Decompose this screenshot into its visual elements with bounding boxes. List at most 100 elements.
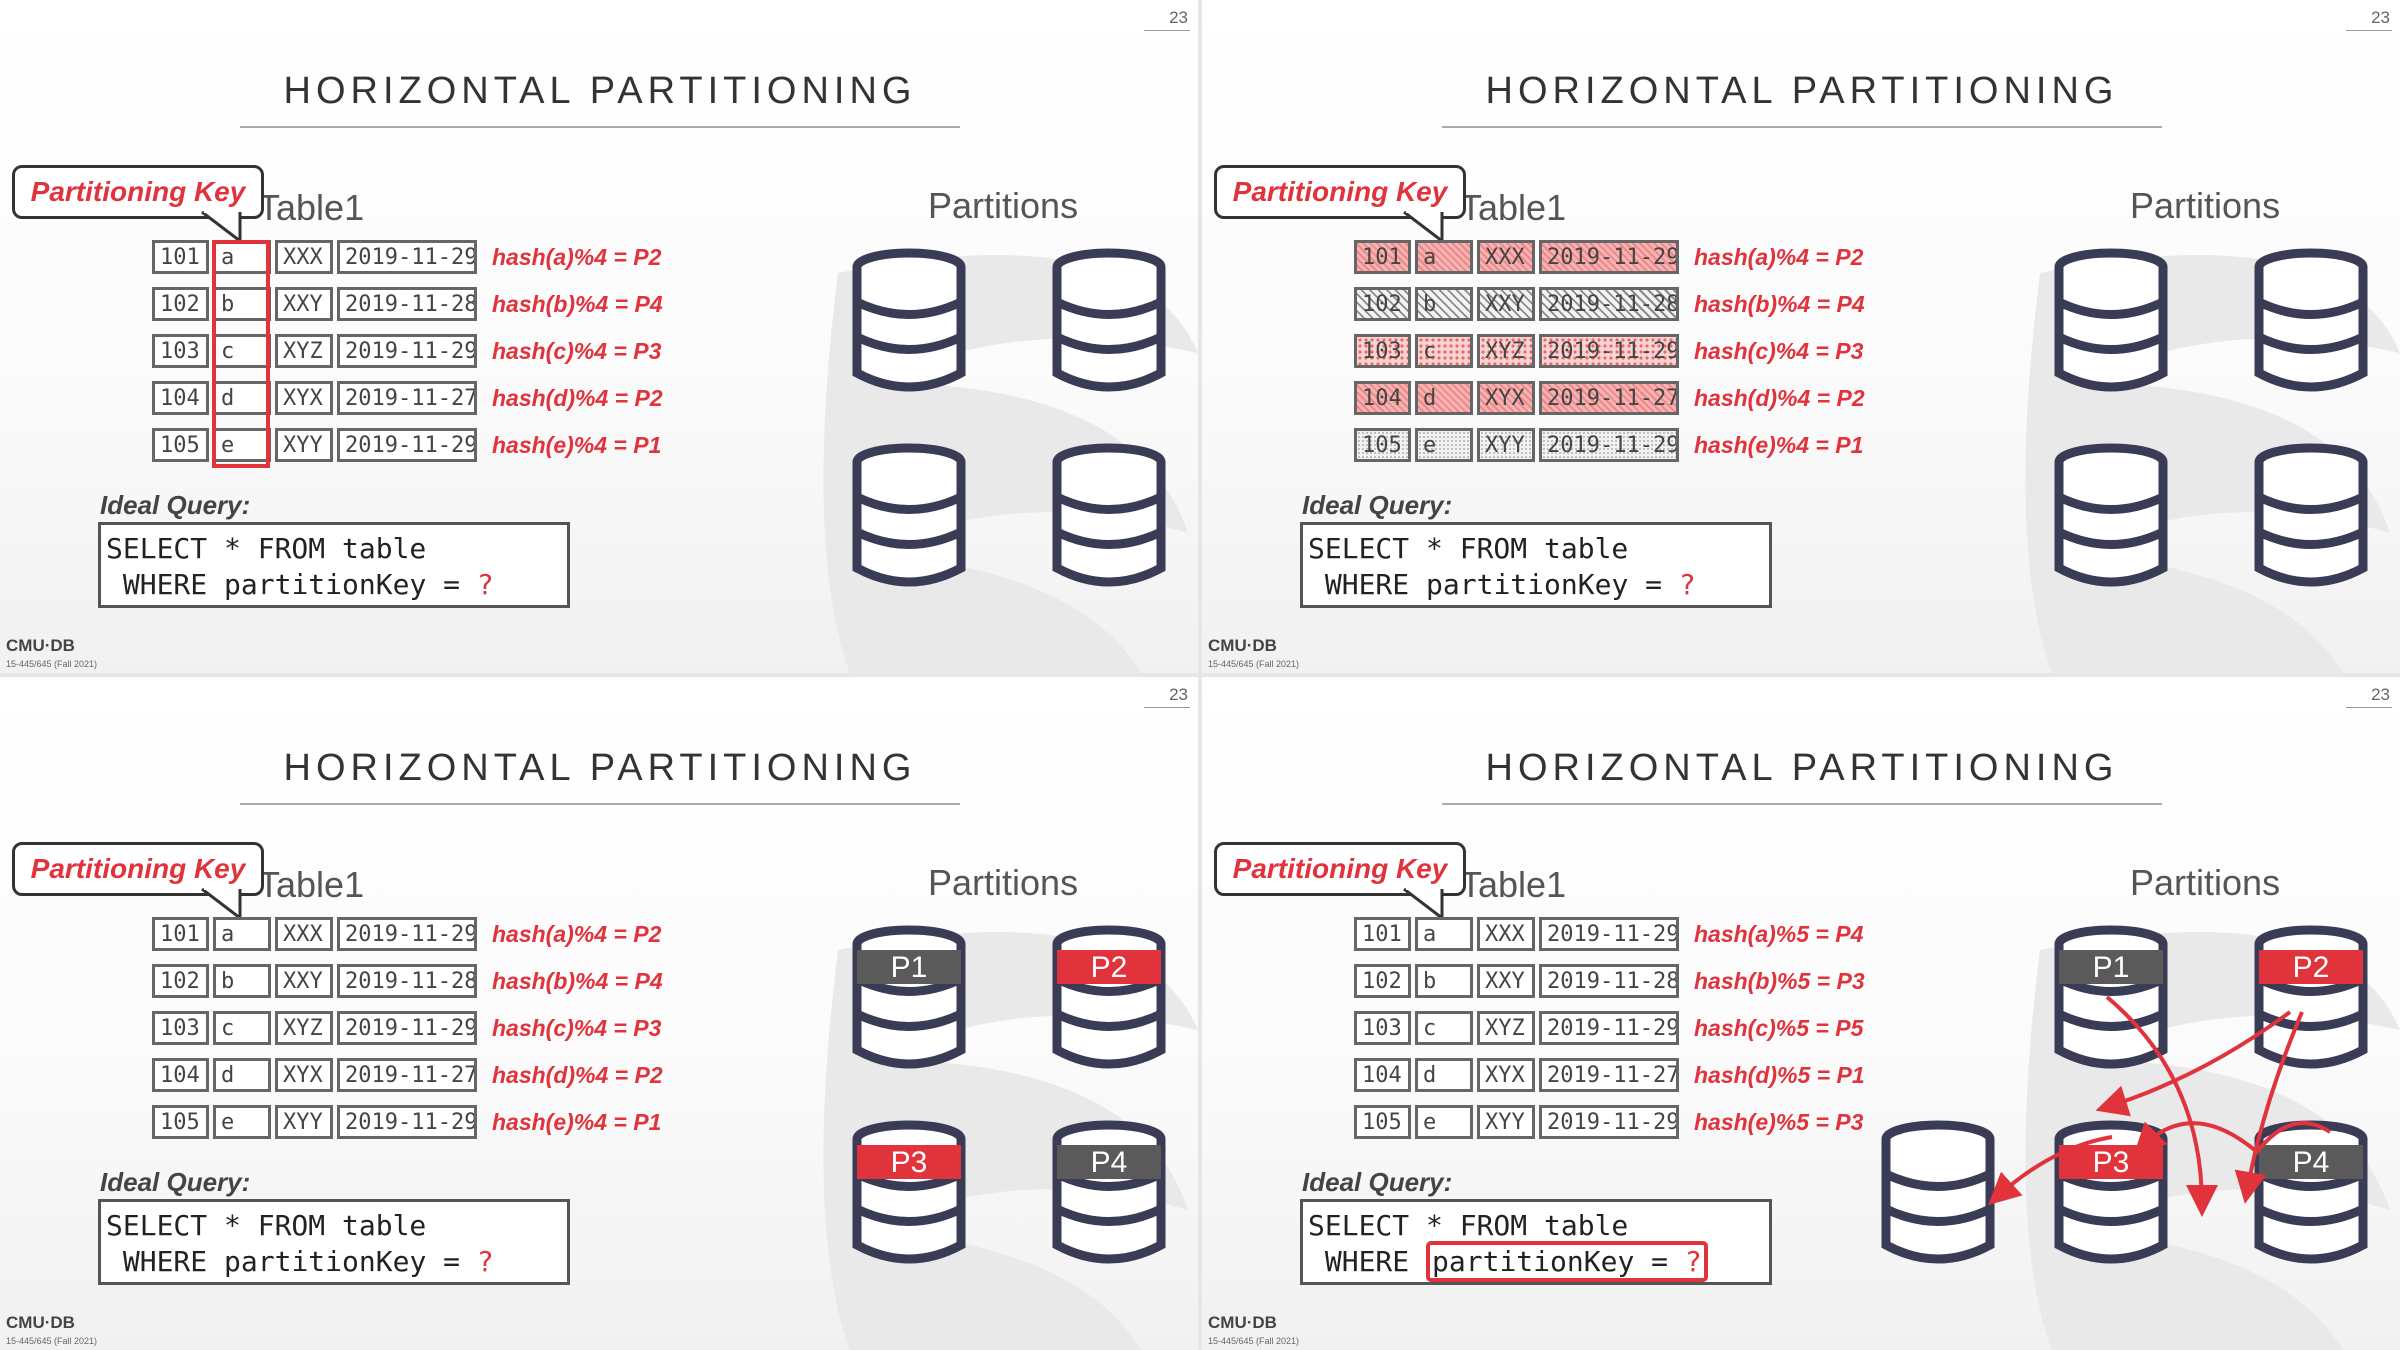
hash-formula: hash(a)%4 = P2 bbox=[492, 244, 662, 270]
query-where-keyword: WHERE bbox=[106, 568, 225, 601]
query-condition: partitionKey = ? bbox=[1426, 568, 1696, 601]
hash-formula: hash(d)%4 = P2 bbox=[492, 1062, 663, 1088]
query-condition-text: partitionKey = bbox=[1432, 1245, 1685, 1278]
table-cell-val: XYX bbox=[1477, 1058, 1535, 1092]
table-cell-date: 2019-11-27 bbox=[337, 381, 477, 415]
table-cell-date: 2019-11-29 bbox=[337, 1105, 477, 1139]
query-line-1: SELECT * FROM table bbox=[106, 1209, 427, 1242]
table-cell-id: 103 bbox=[152, 334, 209, 368]
table-cell-id: 105 bbox=[152, 1105, 209, 1139]
slide-title: HORIZONTAL PARTITIONING bbox=[283, 70, 917, 112]
slide-title: HORIZONTAL PARTITIONING bbox=[1485, 747, 2119, 789]
query-condition: partitionKey = ? bbox=[224, 568, 494, 601]
cmu-db-logo: CMU·DB bbox=[6, 636, 75, 655]
table-cell-key: b bbox=[1415, 287, 1473, 321]
svg-text:P3: P3 bbox=[891, 1146, 928, 1179]
hash-formula: hash(d)%5 = P1 bbox=[1694, 1062, 1865, 1088]
table-cell-key: a bbox=[213, 240, 271, 274]
background-watermark-icon bbox=[823, 932, 1198, 1350]
hash-formula: hash(d)%4 = P2 bbox=[1694, 385, 1865, 411]
table-cell-val: XYX bbox=[275, 381, 333, 415]
hash-formula: hash(c)%4 = P3 bbox=[492, 338, 662, 364]
slide-title: HORIZONTAL PARTITIONING bbox=[283, 747, 917, 789]
table-cell-val: XXY bbox=[1477, 287, 1535, 321]
ideal-query-label: Ideal Query: bbox=[100, 1167, 251, 1197]
table-cell-date: 2019-11-29 bbox=[337, 1011, 477, 1045]
svg-text:P2: P2 bbox=[1091, 951, 1128, 984]
course-label: 15-445/645 (Fall 2021) bbox=[6, 659, 98, 669]
table-cell-id: 104 bbox=[152, 1058, 209, 1092]
database-icon: P3 bbox=[848, 1117, 970, 1267]
page-number-underline bbox=[2346, 30, 2392, 31]
table-cell-key: e bbox=[1415, 428, 1473, 462]
hash-formula: hash(c)%5 = P5 bbox=[1694, 1015, 1864, 1041]
cmu-db-logo: CMU·DB bbox=[6, 1313, 75, 1332]
table-cell-key: c bbox=[1415, 1011, 1473, 1045]
table-name: Table1 bbox=[258, 864, 365, 905]
slide-title: HORIZONTAL PARTITIONING bbox=[1485, 70, 2119, 112]
callout-tail-icon bbox=[1403, 211, 1444, 243]
hash-formula: hash(c)%4 = P3 bbox=[492, 1015, 662, 1041]
table-cell-val: XYZ bbox=[1477, 1011, 1535, 1045]
cmu-db-logo: CMU·DB bbox=[1208, 1313, 1277, 1332]
background-watermark-icon bbox=[2025, 255, 2400, 673]
table-cell-date: 2019-11-29 bbox=[1539, 917, 1679, 951]
page-number-underline bbox=[2346, 707, 2392, 708]
svg-text:P4: P4 bbox=[1091, 1146, 1128, 1179]
course-label: 15-445/645 (Fall 2021) bbox=[1208, 1336, 1300, 1346]
table-cell-val: XYZ bbox=[275, 1011, 333, 1045]
hash-formula: hash(b)%4 = P4 bbox=[1694, 291, 1865, 317]
table-cell-id: 102 bbox=[152, 287, 209, 321]
hash-formula: hash(e)%4 = P1 bbox=[492, 1109, 662, 1135]
table-cell-date: 2019-11-28 bbox=[1539, 964, 1679, 998]
table-cell-date: 2019-11-29 bbox=[1539, 1011, 1679, 1045]
hash-formula: hash(d)%4 = P2 bbox=[492, 385, 663, 411]
svg-text:P2: P2 bbox=[2293, 951, 2330, 984]
hash-formula: hash(e)%4 = P1 bbox=[1694, 432, 1864, 458]
query-box bbox=[1300, 522, 1772, 608]
hash-formula: hash(a)%5 = P4 bbox=[1694, 921, 1864, 947]
page-number: 23 bbox=[2371, 685, 2390, 704]
table-cell-key: a bbox=[1415, 917, 1473, 951]
table-cell-date: 2019-11-29 bbox=[1539, 334, 1679, 368]
table-cell-val: XXX bbox=[1477, 917, 1535, 951]
table-cell-date: 2019-11-29 bbox=[337, 334, 477, 368]
partitions-label: Partitions bbox=[2130, 862, 2281, 903]
query-placeholder: ? bbox=[476, 568, 494, 601]
table-cell-key: c bbox=[1415, 334, 1473, 368]
table-cell-id: 104 bbox=[1354, 1058, 1411, 1092]
query-box bbox=[98, 522, 570, 608]
cmu-db-logo: CMU·DB bbox=[1208, 636, 1277, 655]
database-icon bbox=[848, 440, 970, 590]
page-number: 23 bbox=[1169, 685, 1188, 704]
svg-text:P1: P1 bbox=[2093, 951, 2130, 984]
table-cell-key: a bbox=[1415, 240, 1473, 274]
table-cell-id: 104 bbox=[1354, 381, 1411, 415]
query-condition-text: partitionKey = bbox=[1426, 568, 1679, 601]
table-cell-val: XYX bbox=[275, 1058, 333, 1092]
table-cell-id: 102 bbox=[1354, 287, 1411, 321]
table-cell-id: 104 bbox=[152, 381, 209, 415]
table-cell-key: e bbox=[1415, 1105, 1473, 1139]
query-condition: partitionKey = ? bbox=[1426, 1241, 1708, 1282]
table-cell-key: d bbox=[1415, 1058, 1473, 1092]
hash-formula: hash(e)%5 = P3 bbox=[1694, 1109, 1864, 1135]
query-where-keyword: WHERE bbox=[1308, 568, 1427, 601]
query-placeholder: ? bbox=[476, 1245, 494, 1278]
svg-text:P4: P4 bbox=[2293, 1146, 2330, 1179]
table-cell-val: XYZ bbox=[1477, 334, 1535, 368]
table-cell-val: XXY bbox=[275, 964, 333, 998]
ideal-query-label: Ideal Query: bbox=[1302, 490, 1453, 520]
query-line-1: SELECT * FROM table bbox=[1308, 1209, 1629, 1242]
query-line-2: WHERE partitionKey = ? bbox=[106, 1245, 494, 1278]
